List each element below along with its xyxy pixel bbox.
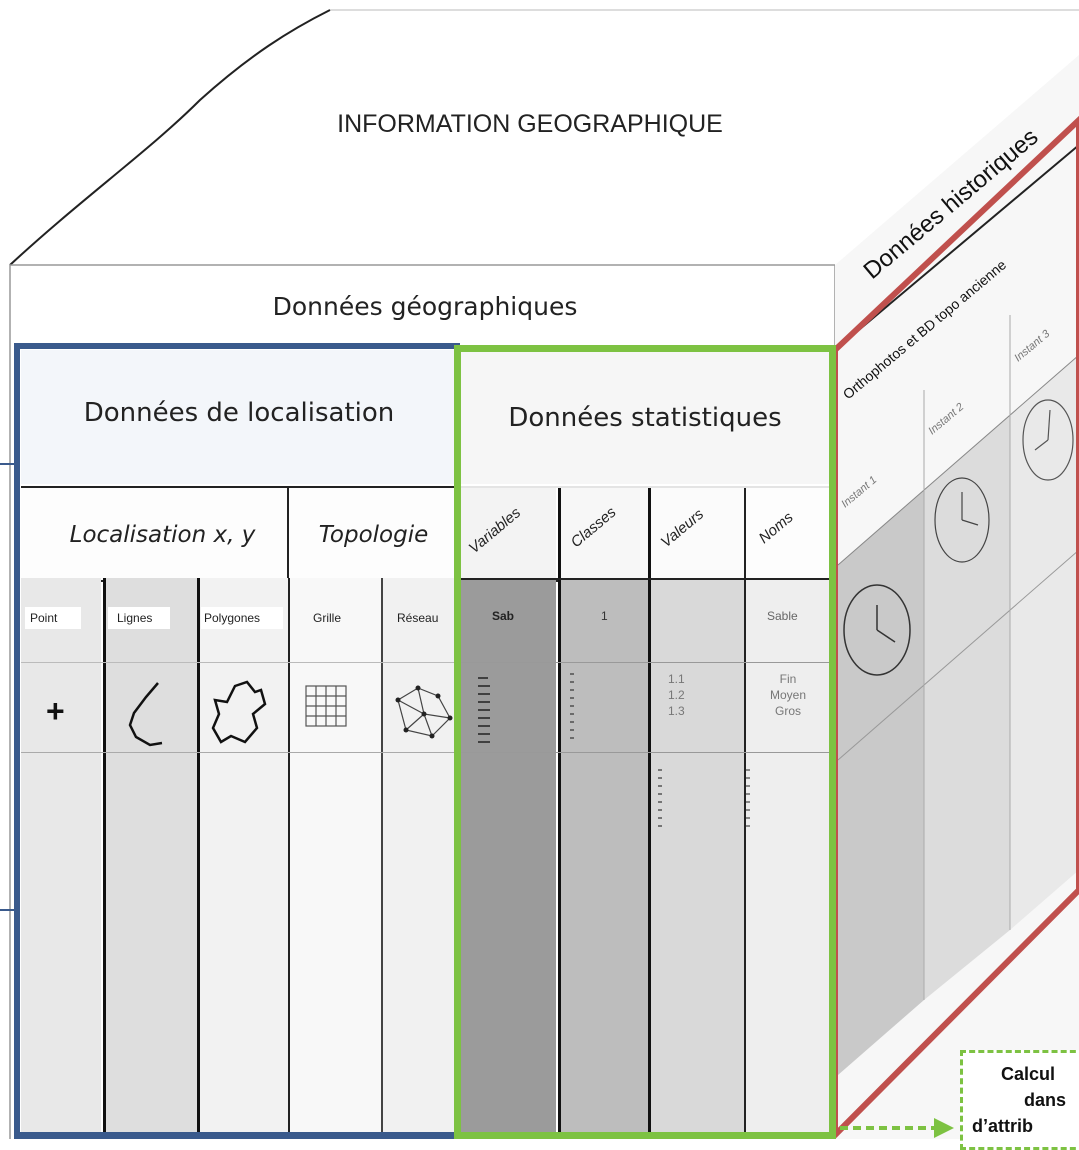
sub-divider [287,486,289,578]
network-icon [395,685,453,739]
information-geographique-title: INFORMATION GEOGRAPHIQUE [337,110,723,138]
localisation-blue-frame [14,343,460,1139]
point-label-box [25,607,81,629]
localisation-title: Données de localisation [83,398,395,428]
polygon-icon [211,680,267,744]
line-icon [128,682,163,747]
instant-panel-2 [924,415,1010,1000]
column-polygones [197,578,289,1139]
stats-header-divider [558,488,561,578]
statistiques-header [460,350,830,484]
callout-line: dans [1024,1090,1067,1110]
column-reseau [381,578,459,1139]
left-tick-top [0,463,14,465]
left-tick-bottom [0,909,14,911]
lignes-label: Lignes [117,611,153,625]
stats-column-headers: Variables Classes Valeurs Noms [466,503,797,557]
noms-row1: Sable [767,609,798,623]
polygones-label: Polygones [204,611,261,625]
noms-item: Gros [774,704,801,718]
row-divider [21,662,457,663]
polygones-label-box [201,607,283,629]
column-variables [460,488,556,1139]
cube-top-face [10,10,1079,265]
valeurs-item: 1.1 [668,672,685,686]
clock-icon [934,477,990,563]
noms-list: Fin Moyen Gros [746,671,830,719]
statistiques-title: Données statistiques [508,403,782,433]
noms-item: Fin [779,672,797,686]
geo-data-title: Données géographiques [272,292,578,321]
instant-panel-3 [1010,355,1079,930]
valeurs-list: 1.1 1.2 1.3 [668,671,685,719]
stats-header-divider [744,488,746,578]
grille-label: Grille [313,611,342,625]
column-classes [558,488,649,1139]
stats-header-divider [648,488,651,578]
row-divider [21,752,457,753]
grid-icon [305,685,347,727]
point-label: Point [30,611,58,625]
callout-line: Calcul [1001,1064,1056,1084]
cube-top-left-edge [9,9,331,266]
callout-line: d’attrib [972,1116,1033,1136]
clock-icon [843,584,911,676]
classes-row1: 1 [601,609,608,623]
clock-icon [1022,399,1074,481]
valeurs-item: 1.2 [668,688,685,702]
side-diagonal-2 [837,354,1079,566]
lignes-label-box [108,607,170,629]
plus-icon: + [46,693,65,729]
localisation-xy-title: Localisation x, y [69,522,256,548]
column-point [21,578,101,1139]
localisation-header [21,350,457,484]
side-diagonal-1 [834,144,1079,351]
variables-row1: Sab [492,609,515,623]
localisation-blue-frame-bottom [14,1132,460,1139]
statistiques-green-frame [454,345,836,1139]
stats-row-divider [460,662,830,663]
reseau-label: Réseau [397,611,439,625]
column-grille [288,578,381,1139]
topologie-title: Topologie [318,522,429,548]
stats-row-divider [460,752,830,753]
instant-panel-1 [838,490,924,1075]
column-noms [744,488,832,1139]
column-lignes [103,578,198,1139]
callout-text: Calcul dans d’attrib [966,1061,1079,1139]
side-diagonal-3 [837,549,1079,761]
callout-arrow [840,1118,954,1138]
column-valeurs [648,488,745,1139]
valeurs-item: 1.3 [668,704,685,718]
statistiques-green-frame-bottom [454,1132,836,1139]
noms-item: Moyen [769,688,807,702]
stats-tick-marks [478,673,750,827]
stats-header-band [460,486,830,580]
